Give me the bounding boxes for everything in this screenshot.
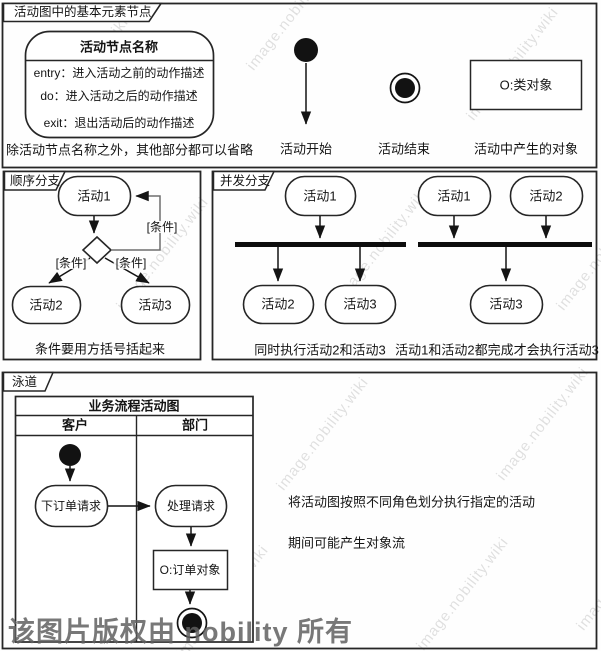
seq-activity2-shape — [11, 285, 82, 325]
elements-note: 除活动节点名称之外，其他部分都可以省略 — [6, 142, 254, 158]
swimlane-note2: 期间可能产生对象流 — [288, 535, 406, 551]
swimlane-col2-header: 部门 — [181, 417, 209, 433]
swimlane-col1-header: 客户 — [61, 417, 89, 433]
seq-activity1-shape — [57, 175, 132, 217]
activity-node-title: 活动节点名称 — [79, 39, 159, 55]
tab-swimlane: 泳道 — [12, 374, 38, 389]
swimlane-initial-node-icon — [59, 444, 81, 466]
join-note: 活动1和活动2都完成才会执行活动3 — [395, 342, 599, 358]
fork-activity1-shape — [284, 175, 357, 217]
order-object-label: O:订单对象 — [159, 563, 221, 577]
fork-activity1-label: 活动1 — [303, 188, 337, 204]
frame-concurrent-branch — [211, 170, 598, 361]
frame-sequence-branch — [2, 170, 202, 361]
seq-cond-right-label: [条件] — [113, 256, 149, 270]
class-object-label: 活动中产生的对象 — [473, 141, 579, 157]
process-request-shape — [154, 484, 228, 528]
decision-diamond — [81, 235, 113, 265]
seq-cond-loop-label: [条件] — [144, 220, 180, 234]
fork-activity3-shape — [324, 284, 397, 325]
swimlane-note1: 将活动图按照不同角色划分执行指定的活动 — [288, 494, 536, 510]
initial-node-icon — [294, 38, 318, 62]
seq-activity2-label: 活动2 — [29, 297, 63, 313]
seq-note: 条件要用方括号括起来 — [34, 341, 166, 357]
activity-node-shape — [24, 30, 215, 139]
process-request-label: 处理请求 — [166, 499, 216, 513]
join-activity3-shape — [469, 284, 544, 325]
fork-activity3-label: 活动3 — [343, 296, 377, 312]
seq-arrow-to-a3 — [104, 257, 150, 284]
copyright-watermark: 该图片版权由 nobility 所有 — [8, 617, 353, 647]
join-bar — [418, 242, 592, 247]
class-object-text: O:类对象 — [499, 77, 553, 93]
end-node-label: 活动结束 — [377, 141, 431, 157]
order-request-label: 下订单请求 — [40, 499, 102, 513]
join-activity3-label: 活动3 — [489, 296, 523, 312]
activity-node-entry: entry：进入活动之前的动作描述 — [33, 66, 205, 80]
join-activity1-shape — [417, 175, 492, 217]
order-object-box — [152, 549, 229, 591]
order-request-shape — [34, 484, 109, 528]
tab-concurrent: 并发分支 — [220, 173, 271, 188]
seq-cond-left-label: [条件] — [53, 256, 89, 270]
join-activity2-shape — [509, 175, 584, 217]
tab-shape-sequence — [3, 170, 67, 191]
start-node-label: 活动开始 — [279, 141, 333, 157]
seq-activity3-label: 活动3 — [138, 297, 172, 313]
tab-shape-basic-elements — [2, 2, 163, 23]
final-node-inner-icon — [395, 78, 415, 98]
tab-basic-elements: 活动图中的基本元素节点 — [14, 4, 152, 19]
fork-activity2-shape — [242, 284, 315, 325]
fork-bar — [235, 242, 406, 247]
seq-activity3-shape — [120, 285, 191, 325]
fork-activity2-label: 活动2 — [261, 296, 295, 312]
swimlane-final-node-inner-icon — [182, 613, 202, 633]
frame-swimlane — [1, 371, 598, 650]
activity-node-exit: exit：退出活动后的动作描述 — [43, 116, 195, 130]
activity-node-do: do：进入活动之后的动作描述 — [40, 89, 198, 103]
fork-note: 同时执行活动2和活动3 — [254, 342, 386, 358]
tab-shape-swimlane — [2, 371, 55, 392]
class-object-box — [469, 59, 583, 111]
frame-basic-elements — [1, 2, 598, 169]
join-activity2-label: 活动2 — [529, 188, 563, 204]
swimlane-table-title: 业务流程活动图 — [88, 398, 180, 414]
join-activity1-label: 活动1 — [437, 188, 471, 204]
seq-activity1-label: 活动1 — [77, 188, 111, 204]
tab-sequence: 顺序分支 — [10, 173, 61, 188]
tab-shape-concurrent — [212, 170, 276, 191]
